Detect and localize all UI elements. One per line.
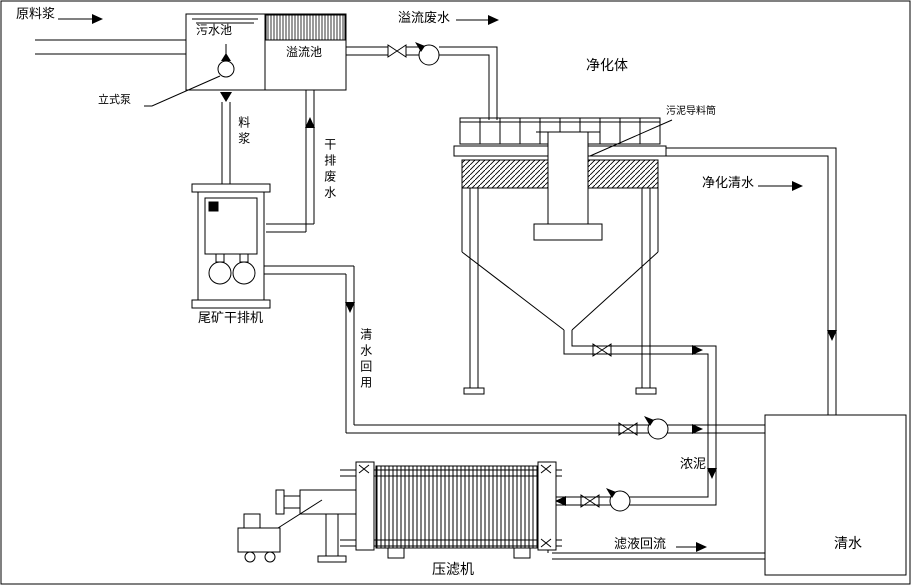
label-dry-discharge-wastewater: 干排废水 [322, 138, 337, 202]
reuse-pump-icon [643, 415, 669, 440]
label-thick-sludge: 浓泥 [680, 457, 707, 472]
label-purifier: 净化体 [586, 58, 628, 74]
sludge-pipe [554, 330, 718, 507]
label-filter-press: 压滤机 [432, 562, 474, 578]
clean-water-tank [764, 414, 907, 576]
thickener [453, 117, 673, 395]
raw-slurry-flow-arrow [58, 13, 104, 25]
overflow-wastewater-pipe [346, 46, 498, 120]
overflow-wastewater-flow-arrow [456, 14, 500, 26]
down-flow-arrow [220, 92, 232, 102]
support-column [325, 513, 339, 557]
hydraulic-cart [237, 527, 281, 553]
label-overflow-pool: 溢流池 [286, 45, 323, 59]
purified-water-flow-arrow [758, 180, 804, 192]
label-tailings-dry-discharge-machine: 尾矿干排机 [198, 311, 264, 326]
vertical-pump-icon [144, 44, 235, 107]
overflow-valve-icon [387, 44, 407, 58]
feed-tank [185, 13, 347, 91]
label-overflow-wastewater: 溢流废水 [398, 11, 451, 26]
cart-wheel [264, 551, 276, 563]
tailings-dryer [191, 183, 271, 309]
label-vertical-pump: 立式泵 [98, 93, 131, 106]
plate-stack [375, 465, 539, 549]
hydraulic-cylinder [299, 489, 357, 515]
label-clean-water-reuse: 清水回用 [358, 328, 373, 392]
thickener-cone [461, 251, 659, 331]
label-purified-clean-water: 净化清水 [702, 176, 755, 191]
overflow-outlet-pipe [666, 147, 838, 415]
leader-line [589, 119, 673, 157]
label-filtrate-reflux: 滤液回流 [614, 537, 667, 552]
press-feed-pump-icon [605, 487, 631, 512]
fixed-end-plate [537, 461, 557, 551]
label-raw-slurry: 原料浆 [16, 7, 56, 22]
thickener-legs [469, 188, 651, 388]
label-sludge-guide-cylinder: 污泥导料筒 [666, 106, 716, 117]
overflow-pump-icon [414, 41, 440, 66]
label-slurry: 料浆 [236, 116, 251, 148]
dry-discharge-pipe [266, 90, 316, 233]
label-clean-water: 清水 [834, 536, 862, 552]
moving-head-plate [355, 461, 375, 551]
filter-press [237, 461, 562, 563]
slurry-pipe [221, 102, 231, 184]
filtrate-flow-arrow [676, 541, 708, 553]
cart-wheel [244, 551, 256, 563]
label-sewage-pool: 污水池 [196, 23, 233, 37]
feedwell [547, 131, 589, 225]
reuse-pipe [264, 265, 765, 435]
inlet-pipe [35, 39, 186, 55]
